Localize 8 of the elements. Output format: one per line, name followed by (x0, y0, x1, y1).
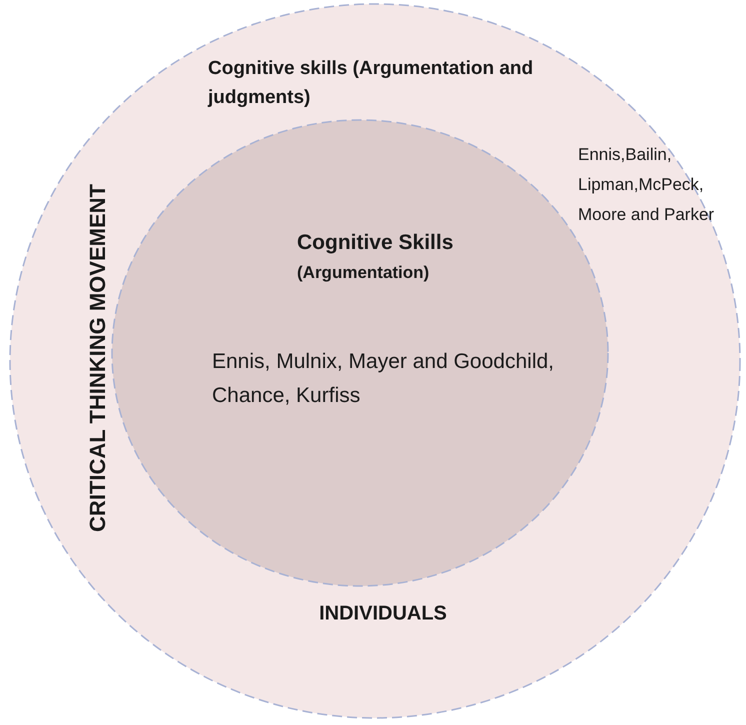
author-list: Ennis,Bailin, Lipman,McPeck, Moore and Parker (578, 140, 746, 230)
ellipse-subheading: (Argumentation) (297, 262, 430, 283)
ellipse-heading: Cognitive Skills (297, 230, 454, 256)
side-label: CRITICAL THINKING MOVEMENT (84, 184, 111, 532)
author-list: Ennis, Mulnix, Mayer and Goodchild, Chance, Kurfiss (212, 345, 612, 413)
outer-circle (8, 2, 742, 720)
ring-heading: Cognitive skills (Argumentation and judgments) (208, 57, 534, 110)
bottom-label: INDIVIDUALS (319, 602, 447, 626)
